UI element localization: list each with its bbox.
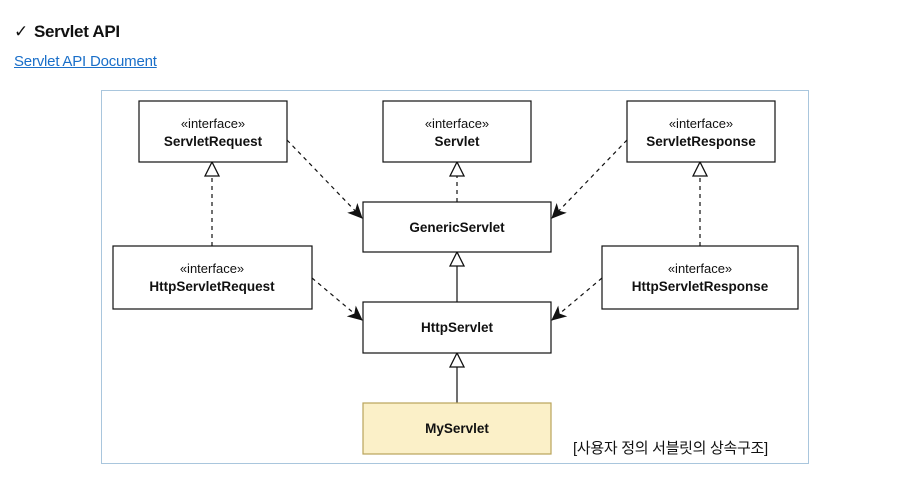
node-servlet-label: Servlet — [434, 134, 480, 149]
node-http-servlet-response-label: HttpServletResponse — [632, 279, 769, 294]
diagram-caption: [사용자 정의 서블릿의 상속구조] — [573, 440, 768, 457]
edge-servletresponse-to-genericservlet — [551, 139, 628, 219]
node-http-servlet-request-label: HttpServletRequest — [149, 279, 275, 294]
node-http-servlet-request: «interface» HttpServletRequest — [112, 245, 313, 310]
section-heading: ✓ Servlet API — [14, 22, 120, 42]
node-generic-servlet-label: GenericServlet — [409, 220, 505, 235]
node-generic-servlet: GenericServlet — [362, 201, 552, 253]
edge-httpservletresponse-to-httpservlet — [551, 277, 603, 321]
servlet-api-document-link[interactable]: Servlet API Document — [14, 53, 157, 70]
connectors — [212, 139, 700, 403]
node-http-servlet-label: HttpServlet — [421, 320, 494, 335]
node-servlet: «interface» Servlet — [382, 100, 532, 163]
node-my-servlet: MyServlet — [362, 402, 552, 455]
node-http-servlet-response: «interface» HttpServletResponse — [601, 245, 799, 310]
check-icon: ✓ — [14, 22, 28, 41]
node-servlet-request-stereotype: «interface» — [181, 116, 245, 131]
edge-httpservletrequest-to-httpservlet — [311, 277, 363, 321]
node-servlet-request: «interface» ServletRequest — [138, 100, 288, 163]
node-servlet-response-stereotype: «interface» — [669, 116, 733, 131]
node-servlet-stereotype: «interface» — [425, 116, 489, 131]
edge-servletrequest-to-genericservlet — [286, 139, 363, 219]
node-servlet-request-label: ServletRequest — [164, 134, 263, 149]
node-servlet-response: «interface» ServletResponse — [626, 100, 776, 163]
node-servlet-response-label: ServletResponse — [646, 134, 756, 149]
node-my-servlet-label: MyServlet — [425, 421, 489, 436]
node-http-servlet-request-stereotype: «interface» — [180, 261, 244, 276]
node-http-servlet-response-stereotype: «interface» — [668, 261, 732, 276]
section-title: Servlet API — [33, 22, 120, 41]
node-http-servlet: HttpServlet — [362, 301, 552, 354]
